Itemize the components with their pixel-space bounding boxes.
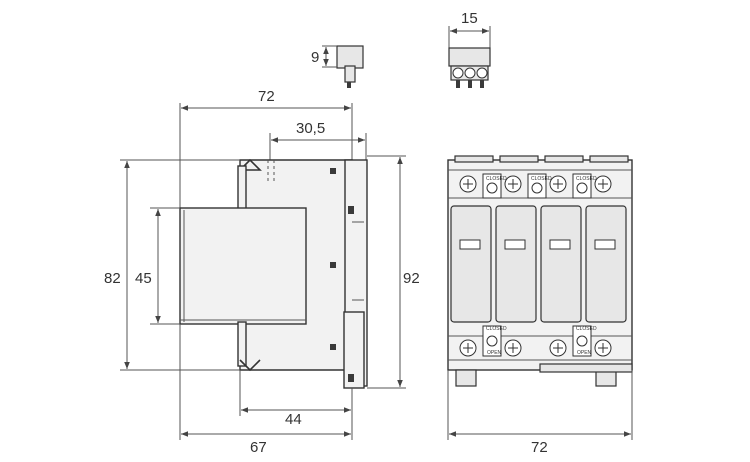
- module-3: [540, 205, 582, 323]
- connector-width-label: 15: [461, 10, 478, 27]
- dim-top-30-5: 30,5: [296, 120, 325, 137]
- dim-right-92: 92: [403, 270, 420, 287]
- top-terminals: [459, 173, 612, 199]
- dim-bottom-67: 67: [250, 439, 267, 456]
- module-2: [495, 205, 537, 323]
- label-closed-top-3: CLOSED: [576, 176, 597, 182]
- side-view: [120, 103, 406, 440]
- dim-front-72: 72: [531, 439, 548, 456]
- module-1: [450, 205, 492, 323]
- connector-height-label: 9: [311, 49, 319, 66]
- label-open-1: OPEN: [487, 350, 502, 356]
- connector-front-view: [448, 26, 491, 88]
- dim-left-82: 82: [104, 270, 121, 287]
- label-closed-2: CLOSED: [576, 326, 597, 332]
- label-open-2: OPEN: [577, 350, 592, 356]
- dim-bottom-44: 44: [285, 411, 302, 428]
- dim-inner-45: 45: [135, 270, 152, 287]
- label-closed-top-2: CLOSED: [531, 176, 552, 182]
- bottom-terminals: [459, 325, 612, 357]
- module-4: [585, 205, 627, 323]
- front-view: [447, 155, 633, 440]
- connector-side-view: [322, 45, 364, 88]
- label-closed-top-1: CLOSED: [486, 176, 507, 182]
- label-closed-1: CLOSED: [486, 326, 507, 332]
- dim-top-72: 72: [258, 88, 275, 105]
